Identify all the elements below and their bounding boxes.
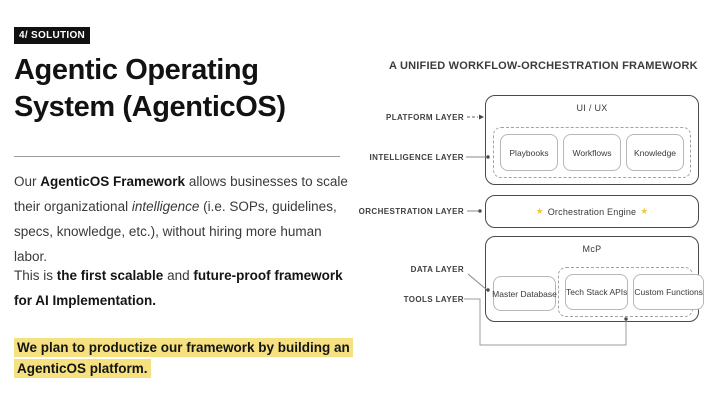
mcp-box: McP Master Database Tech Stack APIs Cust… [485,236,704,322]
highlighted-text: We plan to productize our framework by b… [14,338,353,378]
text-segment-italic: intelligence [131,199,200,214]
layer-label-data: DATA LAYER [410,265,464,274]
chip-master-database: Master Database [492,276,557,311]
statement-paragraph: This is the first scalable and future-pr… [14,263,352,313]
text-segment: (i.e. SOPs, guidelines, specs, knowledge… [14,199,337,264]
text-segment-bold: AgenticOS Framework [40,174,186,189]
page-title: Agentic Operating System (AgenticOS) [14,54,286,123]
text-segment: Our [14,174,41,189]
divider [14,156,340,157]
intro-paragraph: Our AgenticOS Framework allows businesse… [14,169,352,269]
chip-playbooks: Playbooks [500,134,558,171]
chip-custom-functions: Custom Functions [633,274,704,310]
chip-tech-stack-apis: Tech Stack APIs [565,274,629,310]
star-icon: ★ [535,206,544,216]
text-segment: and [163,268,194,283]
section-badge: 4/ SOLUTION [14,27,91,44]
connector-orchestration-dot [478,209,482,213]
tools-group: Tech Stack APIs Custom Functions [558,267,704,317]
connector-platform-arrowhead [479,114,484,120]
layer-label-intelligence: INTELLIGENCE LAYER [369,153,464,162]
layer-label-orchestration: ORCHESTRATION LAYER [358,207,464,216]
ui-ux-label: UI / UX [576,103,608,113]
orchestration-layer-box: ★ Orchestration Engine ★ [485,195,699,228]
diagram-title: A UNIFIED WORKFLOW-ORCHESTRATION FRAMEWO… [389,60,698,72]
text-segment: allows businesses to scale their organiz… [14,174,348,214]
highlight-paragraph: We plan to productize our framework by b… [14,337,353,379]
platform-layer-box: UI / UX Playbooks Workflows Knowledge [485,95,699,185]
text-segment-bold: the first scalable [56,268,164,283]
text-segment-bold: future-proof framework for AI Implementa… [14,268,343,308]
orchestration-engine-label: Orchestration Engine [547,206,637,217]
layer-label-platform: PLATFORM LAYER [385,113,464,122]
chip-workflows: Workflows [563,134,621,171]
chip-knowledge: Knowledge [626,134,684,171]
layer-label-tools: TOOLS LAYER [403,295,464,304]
mcp-label: McP [582,244,602,254]
intelligence-group: Playbooks Workflows Knowledge [493,127,691,178]
star-icon: ★ [640,206,649,216]
text-segment: This is [14,268,57,283]
